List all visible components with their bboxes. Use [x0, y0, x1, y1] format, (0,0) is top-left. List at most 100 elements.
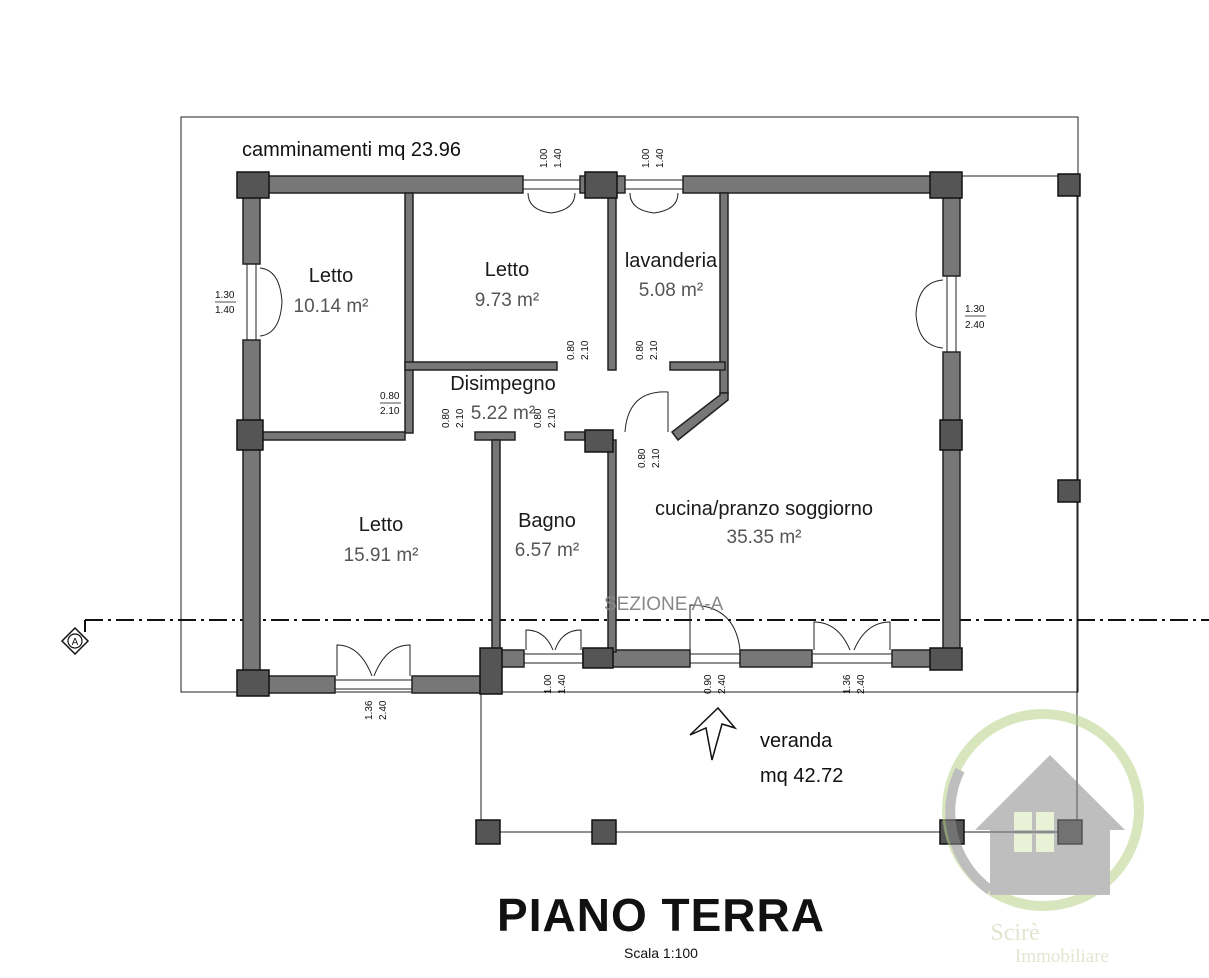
section-marker-label: A [72, 637, 79, 648]
dim-h: 2.40 [965, 320, 985, 331]
window-right [915, 276, 957, 352]
room-name-cucina: cucina/pranzo soggiorno [655, 498, 873, 520]
pillar [475, 819, 501, 845]
dim-door-cucina: 0.80 2.10 [637, 448, 662, 468]
dim-w: 0.90 [703, 674, 714, 694]
door-arc-cucina [624, 391, 669, 433]
pillar [236, 669, 270, 697]
company-logo: Scirè Immobiliare [942, 709, 1144, 967]
property-boundary [180, 116, 1079, 693]
outer-label: camminamenti mq 23.96 [242, 139, 461, 161]
wall-int-diagonal [670, 392, 729, 442]
window-bottom-letto3 [335, 644, 412, 690]
wall-int-letto3-bagno [491, 439, 501, 677]
pillar [929, 171, 963, 199]
dim-bottom-window-bagno: 1.00 1.40 [543, 674, 568, 694]
veranda-name: veranda [760, 730, 833, 752]
pillar [929, 647, 963, 671]
wall-int-letto2-lav [607, 192, 617, 371]
pillar [1057, 479, 1081, 503]
pillar [236, 171, 270, 199]
pillar [236, 419, 264, 451]
room-area-letto-2: 9.73 m² [475, 290, 539, 311]
room-name-letto-1: Letto [309, 265, 353, 287]
window-bottom-bagno [524, 629, 583, 664]
door-bottom-cucina [689, 604, 741, 664]
dim-bottom-window-cucina: 1.36 2.40 [842, 674, 867, 694]
pillar [1057, 173, 1081, 197]
dim-door-letto2: 0.80 2.10 [566, 340, 591, 360]
wall-int-bagno-cucina [607, 439, 617, 653]
dim-w: 1.36 [364, 700, 375, 720]
dim-w: 1.00 [539, 148, 550, 168]
dim-top-window-1: 1.00 1.40 [539, 148, 564, 168]
wall-int-letto3-top [259, 431, 406, 441]
window-top-2 [625, 179, 683, 214]
dim-h: 1.40 [655, 148, 666, 168]
wall-int-letto2-bottom [404, 361, 558, 371]
window-top-1 [523, 179, 580, 214]
veranda-area: mq 42.72 [760, 765, 843, 787]
page-title: PIANO TERRA [497, 889, 825, 941]
wall-left-2 [242, 339, 261, 693]
dim-h: 2.10 [651, 448, 662, 468]
wall-int-cucina-top [564, 431, 586, 441]
dim-h: 2.40 [856, 674, 867, 694]
wall-int-lav-bottom [669, 361, 726, 371]
dim-w: 0.80 [566, 340, 577, 360]
wall-top-right [682, 175, 961, 194]
room-area-letto-1: 10.14 m² [294, 296, 369, 317]
dim-h: 2.40 [378, 700, 389, 720]
scale-label: Scala 1:100 [624, 945, 698, 961]
wall-bottom-5 [739, 649, 813, 668]
logo-sub: Immobiliare [1015, 946, 1109, 967]
section-marker: A [60, 626, 90, 656]
window-left [246, 264, 283, 340]
pillar [584, 171, 618, 199]
dim-door-bagno: 0.80 2.10 [533, 408, 558, 428]
wall-right-2 [942, 351, 961, 669]
dim-w: 0.80 [635, 340, 646, 360]
wall-top-left [242, 175, 524, 194]
wall-int-letto1-letto2 [404, 192, 414, 434]
dim-w: 1.36 [842, 674, 853, 694]
dim-h: 2.10 [547, 408, 558, 428]
pillar [582, 647, 614, 669]
pillar [939, 419, 963, 451]
room-area-lavanderia: 5.08 m² [639, 280, 703, 301]
dim-door-letto1: 0.80 2.10 [380, 391, 401, 417]
dim-w: 1.00 [641, 148, 652, 168]
logo-brand: Scirè [990, 920, 1039, 946]
dim-w: 0.80 [533, 408, 544, 428]
pillar [479, 647, 503, 695]
section-label: SEZIONE A-A [604, 594, 724, 615]
dim-door-letto3: 0.80 2.10 [441, 408, 466, 428]
dim-w: 1.30 [215, 290, 235, 301]
north-arrow-icon [689, 706, 738, 761]
dim-top-window-2: 1.00 1.40 [641, 148, 666, 168]
dim-h: 1.40 [215, 305, 235, 316]
dim-w: 0.80 [441, 408, 452, 428]
room-name-letto-2: Letto [485, 259, 529, 281]
dim-w: 1.30 [965, 304, 985, 315]
room-name-disimpegno: Disimpegno [450, 373, 556, 395]
dim-right-window: 1.30 2.40 [965, 304, 986, 331]
veranda-boundary [480, 176, 1078, 833]
dim-h: 2.10 [455, 408, 466, 428]
dim-w: 1.00 [543, 674, 554, 694]
dim-h: 1.40 [553, 148, 564, 168]
dim-h: 2.10 [649, 340, 660, 360]
room-name-lavanderia: lavanderia [625, 250, 718, 272]
dim-bottom-window-letto3: 1.36 2.40 [364, 700, 389, 720]
room-area-bagno: 6.57 m² [515, 540, 579, 561]
dim-bottom-door-cucina: 0.90 2.40 [703, 674, 728, 694]
dim-h: 1.40 [557, 674, 568, 694]
pillar [591, 819, 617, 845]
wall-int-bagno-top [474, 431, 516, 441]
dim-door-lavanderia: 0.80 2.10 [635, 340, 660, 360]
room-name-letto-3: Letto [359, 514, 403, 536]
room-name-bagno: Bagno [518, 510, 576, 532]
dim-left-window: 1.30 1.40 [215, 290, 236, 316]
dim-h: 2.10 [380, 406, 400, 417]
